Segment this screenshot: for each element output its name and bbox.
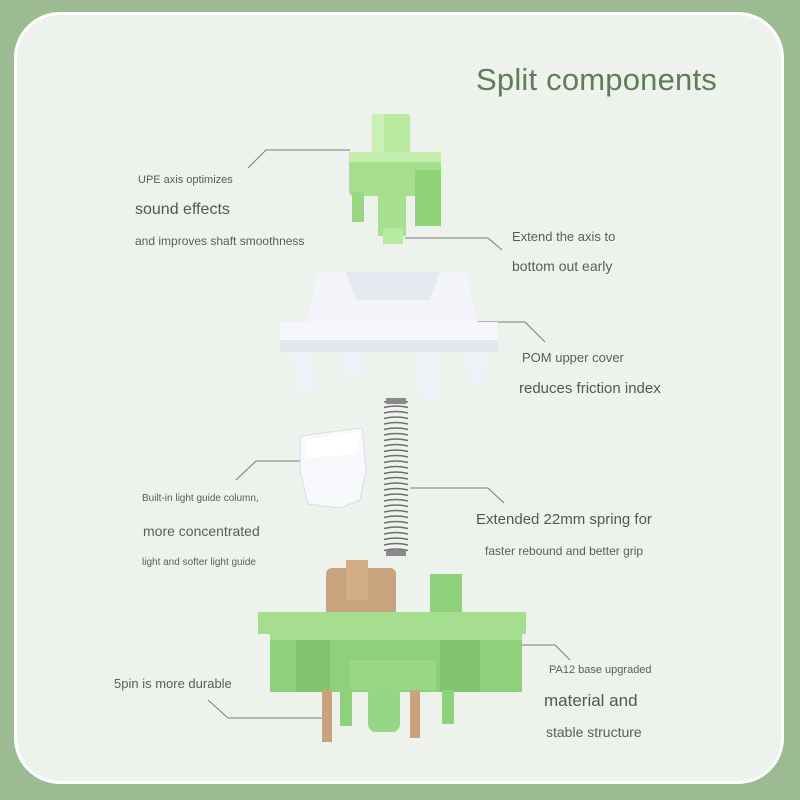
light-guide-note-line1: Built-in light guide column,	[142, 493, 259, 504]
spring-end-top	[386, 398, 406, 404]
spring-coil	[383, 432, 409, 436]
spring-coil	[383, 476, 409, 480]
spring-note-line2: faster rebound and better grip	[485, 544, 644, 558]
spring-end-bottom	[386, 550, 406, 556]
spring-coil	[383, 498, 409, 502]
leader-pins	[207, 699, 325, 719]
spring-coil	[383, 454, 409, 458]
spring-coil	[383, 537, 409, 541]
spring-coil	[383, 471, 409, 475]
spring-coil	[383, 531, 409, 535]
base-note-line3: stable structure	[546, 724, 642, 740]
light-guide-note-line3: light and softer light guide	[142, 557, 256, 568]
spring-coil	[383, 515, 409, 519]
stem-note-line2: sound effects	[135, 201, 230, 218]
base-note-line2: material and	[544, 691, 638, 710]
light-guide-part	[299, 427, 367, 509]
cover-note-line2: reduces friction index	[519, 380, 661, 397]
spring-coil	[383, 493, 409, 497]
base-part	[258, 560, 526, 742]
spring-coil	[383, 526, 409, 530]
spring-coil	[383, 487, 409, 491]
stem-note-line1: UPE axis optimizes	[138, 174, 233, 186]
leader-spring	[410, 487, 505, 504]
stem-note-line3: and improves shaft smoothness	[135, 234, 305, 248]
stem-part	[349, 114, 441, 244]
spring-part	[383, 398, 409, 556]
spring-note-line1: Extended 22mm spring for	[476, 511, 652, 528]
spring-coil	[383, 443, 409, 447]
spring-coil	[383, 438, 409, 442]
leader-light-guide	[235, 460, 300, 481]
spring-coil	[383, 520, 409, 524]
spring-coil	[383, 504, 409, 508]
pins-note-line1: 5pin is more durable	[114, 676, 232, 691]
spring-coil	[383, 405, 409, 409]
spring-coil	[383, 421, 409, 425]
spring-coil	[383, 416, 409, 420]
leader-stem	[247, 149, 350, 169]
cover-part	[280, 272, 498, 403]
spring-coil	[383, 509, 409, 513]
axis-note-line2: bottom out early	[512, 258, 613, 274]
spring-coil	[383, 460, 409, 464]
axis-note-line1: Extend the axis to	[512, 229, 616, 244]
light-guide-note-line2: more concentrated	[143, 523, 260, 539]
spring-coil	[383, 482, 409, 486]
spring-coil	[383, 410, 409, 414]
leader-axis	[405, 237, 503, 251]
spring-coil	[383, 465, 409, 469]
spring-coil	[383, 449, 409, 453]
cover-note-line1: POM upper cover	[522, 350, 624, 365]
spring-coil	[383, 542, 409, 546]
base-note-line1: PA12 base upgraded	[549, 664, 652, 676]
page-title: Split components	[476, 62, 717, 97]
spring-coil	[383, 427, 409, 431]
